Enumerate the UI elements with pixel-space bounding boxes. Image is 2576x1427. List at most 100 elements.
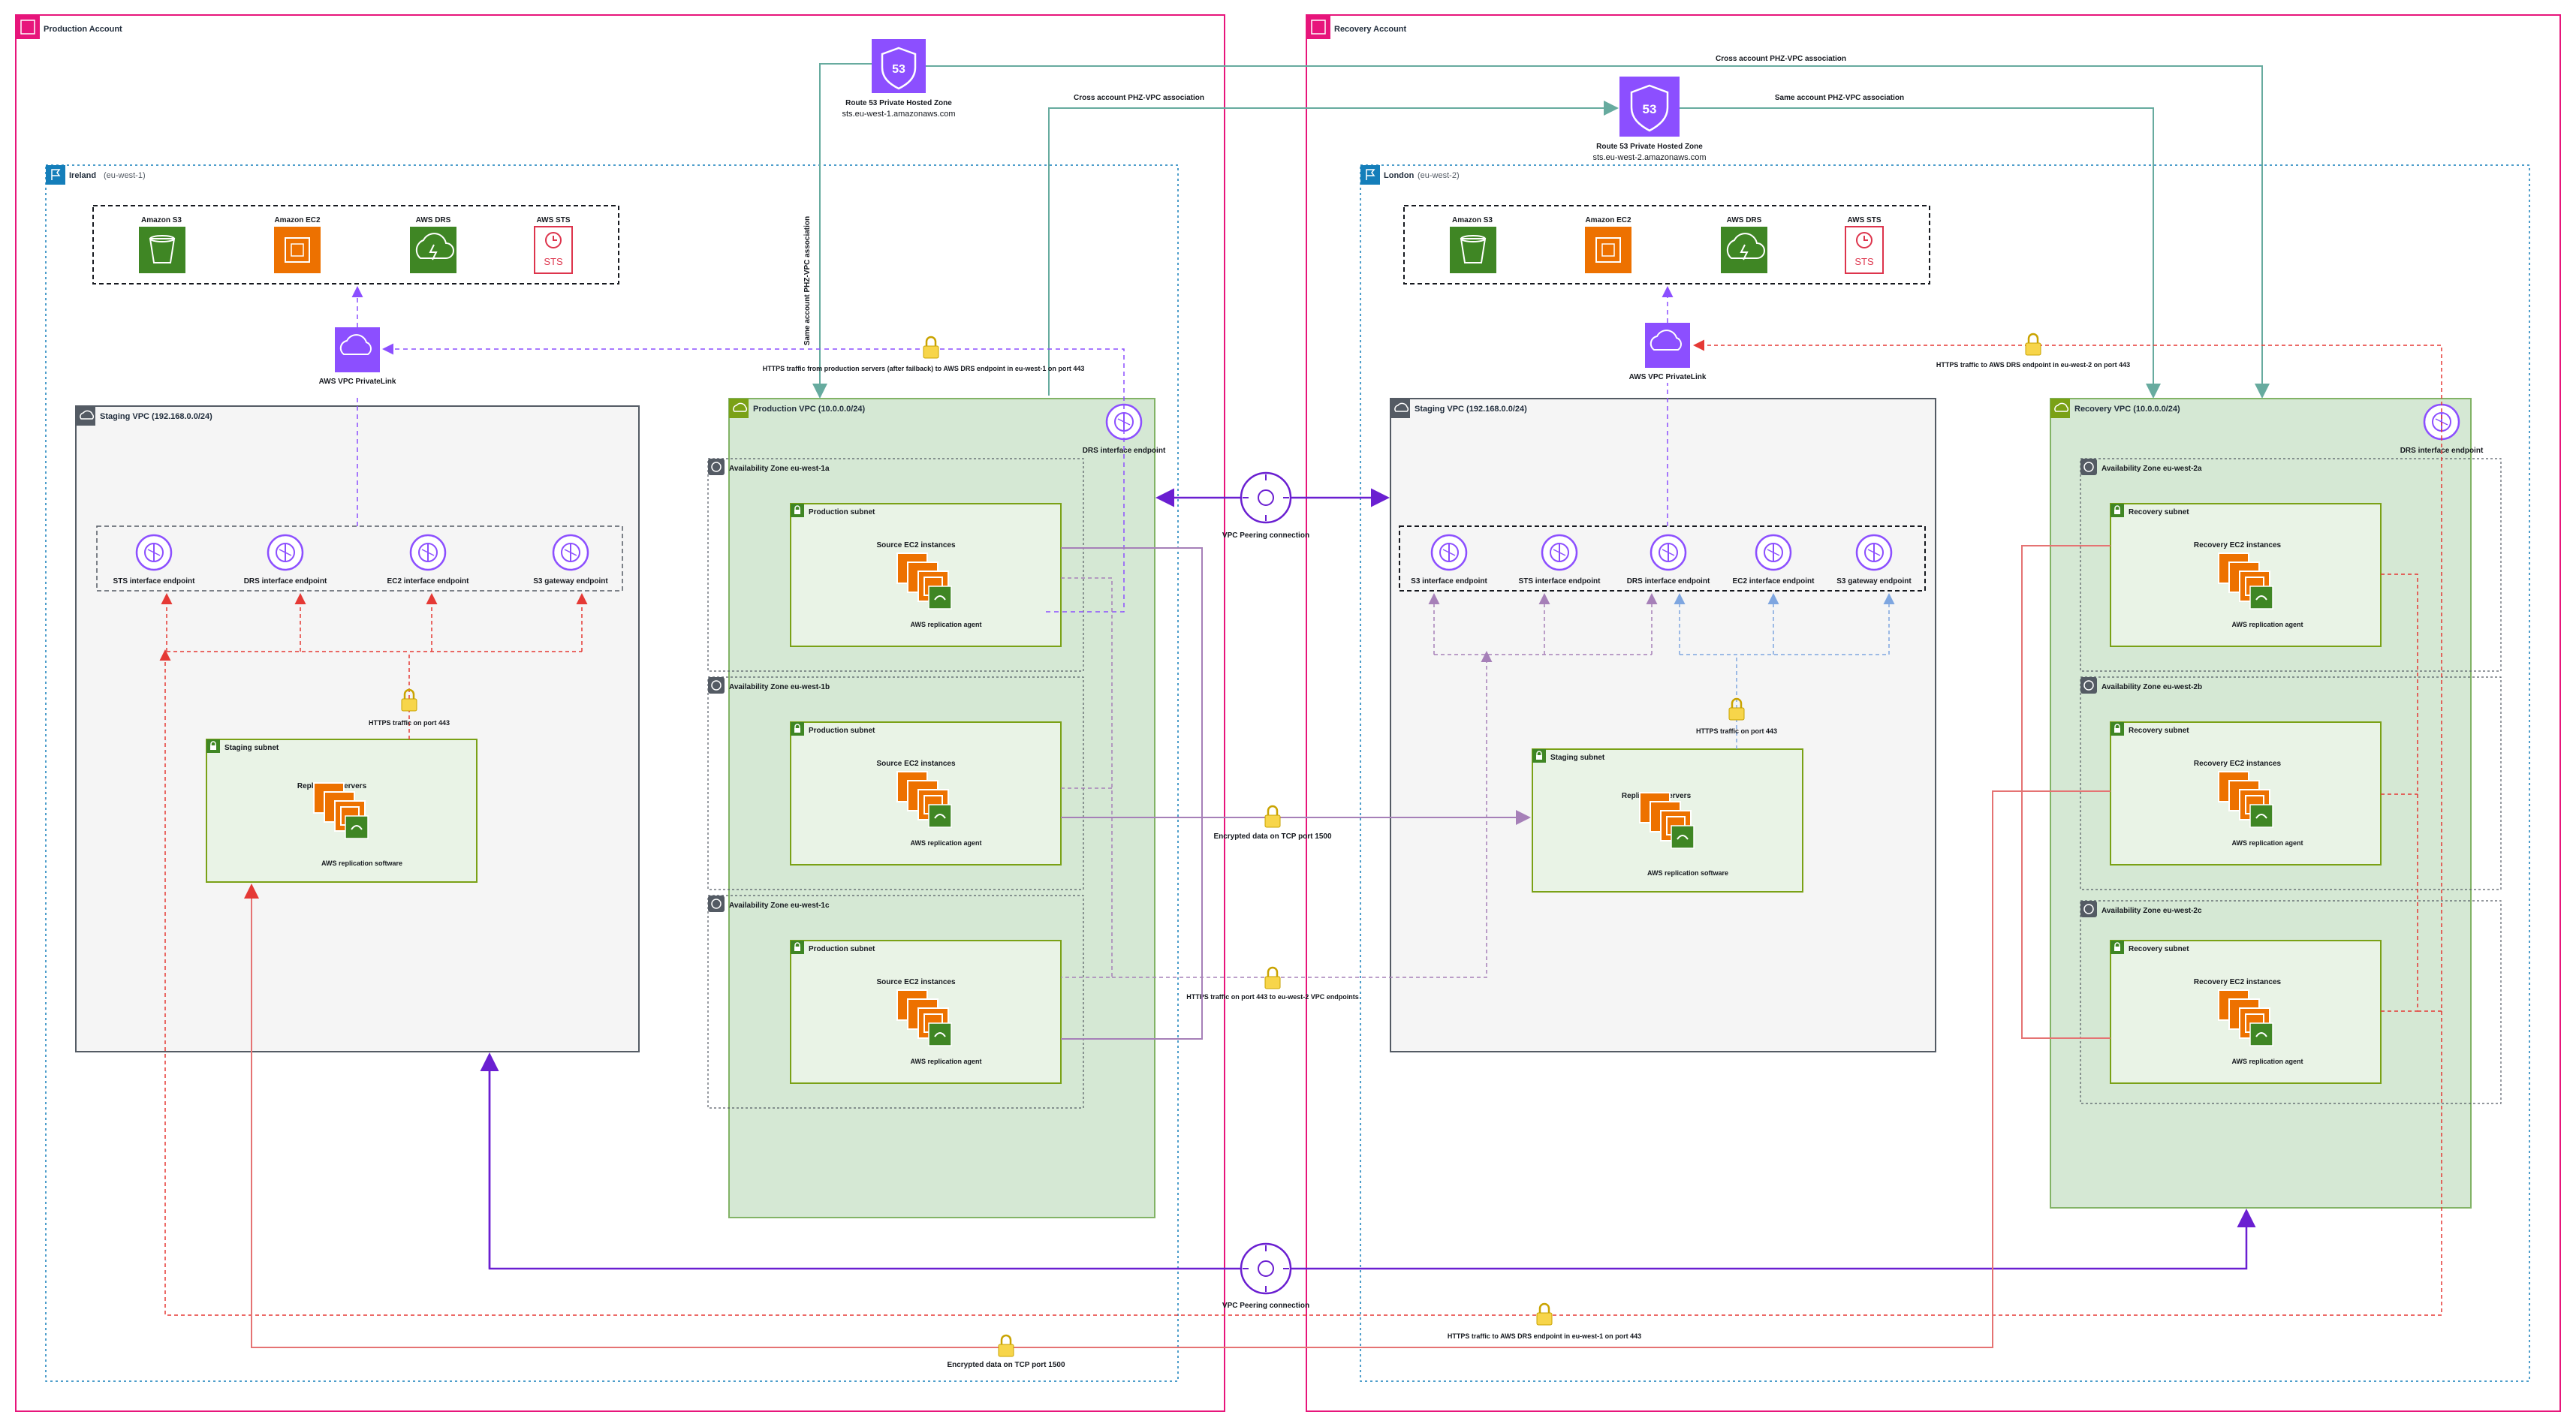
endpoint-icon	[267, 534, 304, 571]
vpc-icon	[729, 399, 749, 418]
region-ireland: Ireland (eu-west-1)	[45, 164, 1179, 1382]
prod-staging-https-lines	[161, 593, 588, 739]
encrypted-data-line-bottom	[244, 545, 2111, 1348]
rec-drs-https-lines	[159, 339, 2442, 1316]
agent-label: AWS replication agent	[2231, 621, 2303, 628]
subnet-label: Recovery subnet	[2129, 727, 2189, 735]
staging-subnet-label: Staging subnet	[224, 744, 279, 752]
service-s3-label: Amazon S3	[1452, 216, 1493, 224]
subnet-label: Production subnet	[809, 727, 875, 735]
vpc-peering-bottom-label: VPC Peering connection	[1222, 1302, 1309, 1310]
cross-account-top-label: Cross account PHZ-VPC association	[1716, 55, 1846, 63]
az-label: Availability Zone eu-west-2a	[2101, 465, 2202, 473]
staging-vpc-prod-title: Staging VPC (192.168.0.0/24)	[100, 412, 212, 421]
lock-icon	[1535, 1302, 1553, 1326]
region-london: London (eu-west-2)	[1360, 164, 2530, 1382]
az-label: Availability Zone eu-west-1b	[729, 683, 830, 691]
route53-prod-title: Route 53 Private Hosted Zone	[845, 99, 952, 107]
subnet-lock-icon	[2110, 940, 2125, 955]
https-bottom-label: HTTPS traffic to AWS DRS endpoint in eu-…	[1448, 1332, 1641, 1340]
az-icon	[2080, 676, 2098, 694]
az-production-1: Availability Zone eu-west-1a Production …	[707, 458, 1084, 672]
same-account-vertical-label: Same account PHZ-VPC association	[803, 216, 812, 345]
route53-prod-domain: sts.eu-west-1.amazonaws.com	[842, 110, 956, 119]
service-drs-label: AWS DRS	[416, 216, 451, 224]
agent-label: AWS replication agent	[2231, 1058, 2303, 1065]
ec2-icon	[1585, 227, 1631, 273]
route53-icon-text: 53	[892, 63, 905, 76]
staging-vpc-recovery: Staging VPC (192.168.0.0/24)	[1390, 398, 1936, 1052]
region-london-code: (eu-west-2)	[1418, 171, 1460, 180]
endpoint-icon	[1650, 534, 1687, 571]
service-ec2-label: Amazon EC2	[1585, 216, 1631, 224]
az-recovery-2: Availability Zone eu-west-2b Recovery su…	[2080, 676, 2502, 890]
staging-subnet-label: Staging subnet	[1550, 754, 1605, 762]
account-icon	[16, 15, 40, 39]
route53-rec-domain: sts.eu-west-2.amazonaws.com	[1593, 153, 1707, 162]
lock-icon	[922, 336, 940, 360]
subnet-lock-icon	[790, 940, 805, 955]
recovery-account-boundary: Recovery Account	[1306, 14, 2561, 1412]
az-recovery-3: Availability Zone eu-west-2c Recovery su…	[2080, 900, 2502, 1104]
endpoint-s3-interface-label: S3 interface endpoint	[1411, 577, 1487, 586]
route53-recovery: 53 Route 53 Private Hosted Zone sts.eu-w…	[1593, 77, 1707, 162]
subnet-lock-icon	[2110, 503, 2125, 518]
https-vpc-endpoints-label: HTTPS traffic on port 443 to eu-west-2 V…	[1186, 993, 1359, 1001]
region-ireland-code: (eu-west-1)	[104, 171, 146, 180]
instances-title: Recovery EC2 instances	[2194, 541, 2282, 549]
endpoint-drs-label: DRS interface endpoint	[244, 577, 327, 586]
recovery-vpc-title: Recovery VPC (10.0.0.0/24)	[2074, 405, 2180, 414]
lock-icon	[1264, 966, 1282, 990]
endpoint-icon	[1855, 534, 1893, 571]
region-flag-icon	[1360, 165, 1380, 185]
drs-endpoint-prod-label: DRS interface endpoint	[1083, 447, 1166, 455]
agent-label: AWS replication agent	[910, 621, 981, 628]
vpc-peering-bottom: VPC Peering connection	[480, 1052, 2256, 1310]
drs-icon	[1721, 227, 1767, 273]
subnet-lock-icon	[790, 721, 805, 736]
subnet-label: Recovery subnet	[2129, 508, 2189, 516]
endpoint-icon	[1755, 534, 1792, 571]
instances-title: Recovery EC2 instances	[2194, 760, 2282, 768]
subnet-label: Production subnet	[809, 945, 875, 953]
agent-label: AWS replication agent	[910, 1058, 981, 1065]
route53-production: 53 Route 53 Private Hosted Zone sts.eu-w…	[842, 39, 956, 119]
subnet-lock-icon	[1532, 748, 1547, 763]
https-prod-staging-label: HTTPS traffic on port 443	[369, 719, 450, 727]
az-icon	[2080, 900, 2098, 918]
https-failback-label: HTTPS traffic from production servers (a…	[763, 365, 1085, 372]
s3-icon	[139, 227, 185, 273]
region-ireland-name: Ireland	[69, 171, 96, 180]
endpoint-drs-label: DRS interface endpoint	[1627, 577, 1710, 586]
https-rec-staging-label: HTTPS traffic on port 443	[1696, 727, 1777, 735]
sts-icon-text: STS	[1854, 256, 1874, 267]
phz-association-lines	[812, 63, 2270, 399]
prod-to-rec-endpoint-lines	[1061, 577, 1493, 978]
service-s3-label: Amazon S3	[141, 216, 182, 224]
subnet-lock-icon	[206, 739, 221, 754]
vpc-peering-icon	[1240, 471, 1292, 524]
recovery-account-title: Recovery Account	[1334, 25, 1407, 34]
replication-software-label: AWS replication software	[321, 860, 402, 867]
endpoint-icon	[135, 534, 173, 571]
az-label: Availability Zone eu-west-1c	[729, 902, 830, 910]
drs-icon	[410, 227, 456, 273]
vpc-peering-icon	[1240, 1242, 1292, 1295]
lock-icon	[2024, 333, 2042, 357]
az-production-2: Availability Zone eu-west-1b Production …	[707, 676, 1084, 890]
az-label: Availability Zone eu-west-1a	[729, 465, 830, 473]
az-icon	[707, 458, 725, 476]
privatelink-production: AWS VPC PrivateLink	[319, 327, 396, 386]
ec2-icon	[274, 227, 321, 273]
encrypted-middle-label: Encrypted data on TCP port 1500	[1213, 832, 1332, 841]
https-rec-drs-label: HTTPS traffic to AWS DRS endpoint in eu-…	[1936, 361, 2130, 369]
production-vpc-title: Production VPC (10.0.0.0/24)	[753, 405, 865, 414]
vpc-icon	[76, 406, 95, 426]
az-recovery-1: Availability Zone eu-west-2a Recovery su…	[2080, 458, 2502, 672]
instances-title: Source EC2 instances	[876, 760, 955, 768]
drs-endpoint-production: DRS interface endpoint	[1083, 403, 1166, 455]
service-ec2-label: Amazon EC2	[274, 216, 321, 224]
privatelink-rec-label: AWS VPC PrivateLink	[1629, 373, 1707, 381]
agent-label: AWS replication agent	[2231, 839, 2303, 847]
instances-title: Source EC2 instances	[876, 978, 955, 986]
